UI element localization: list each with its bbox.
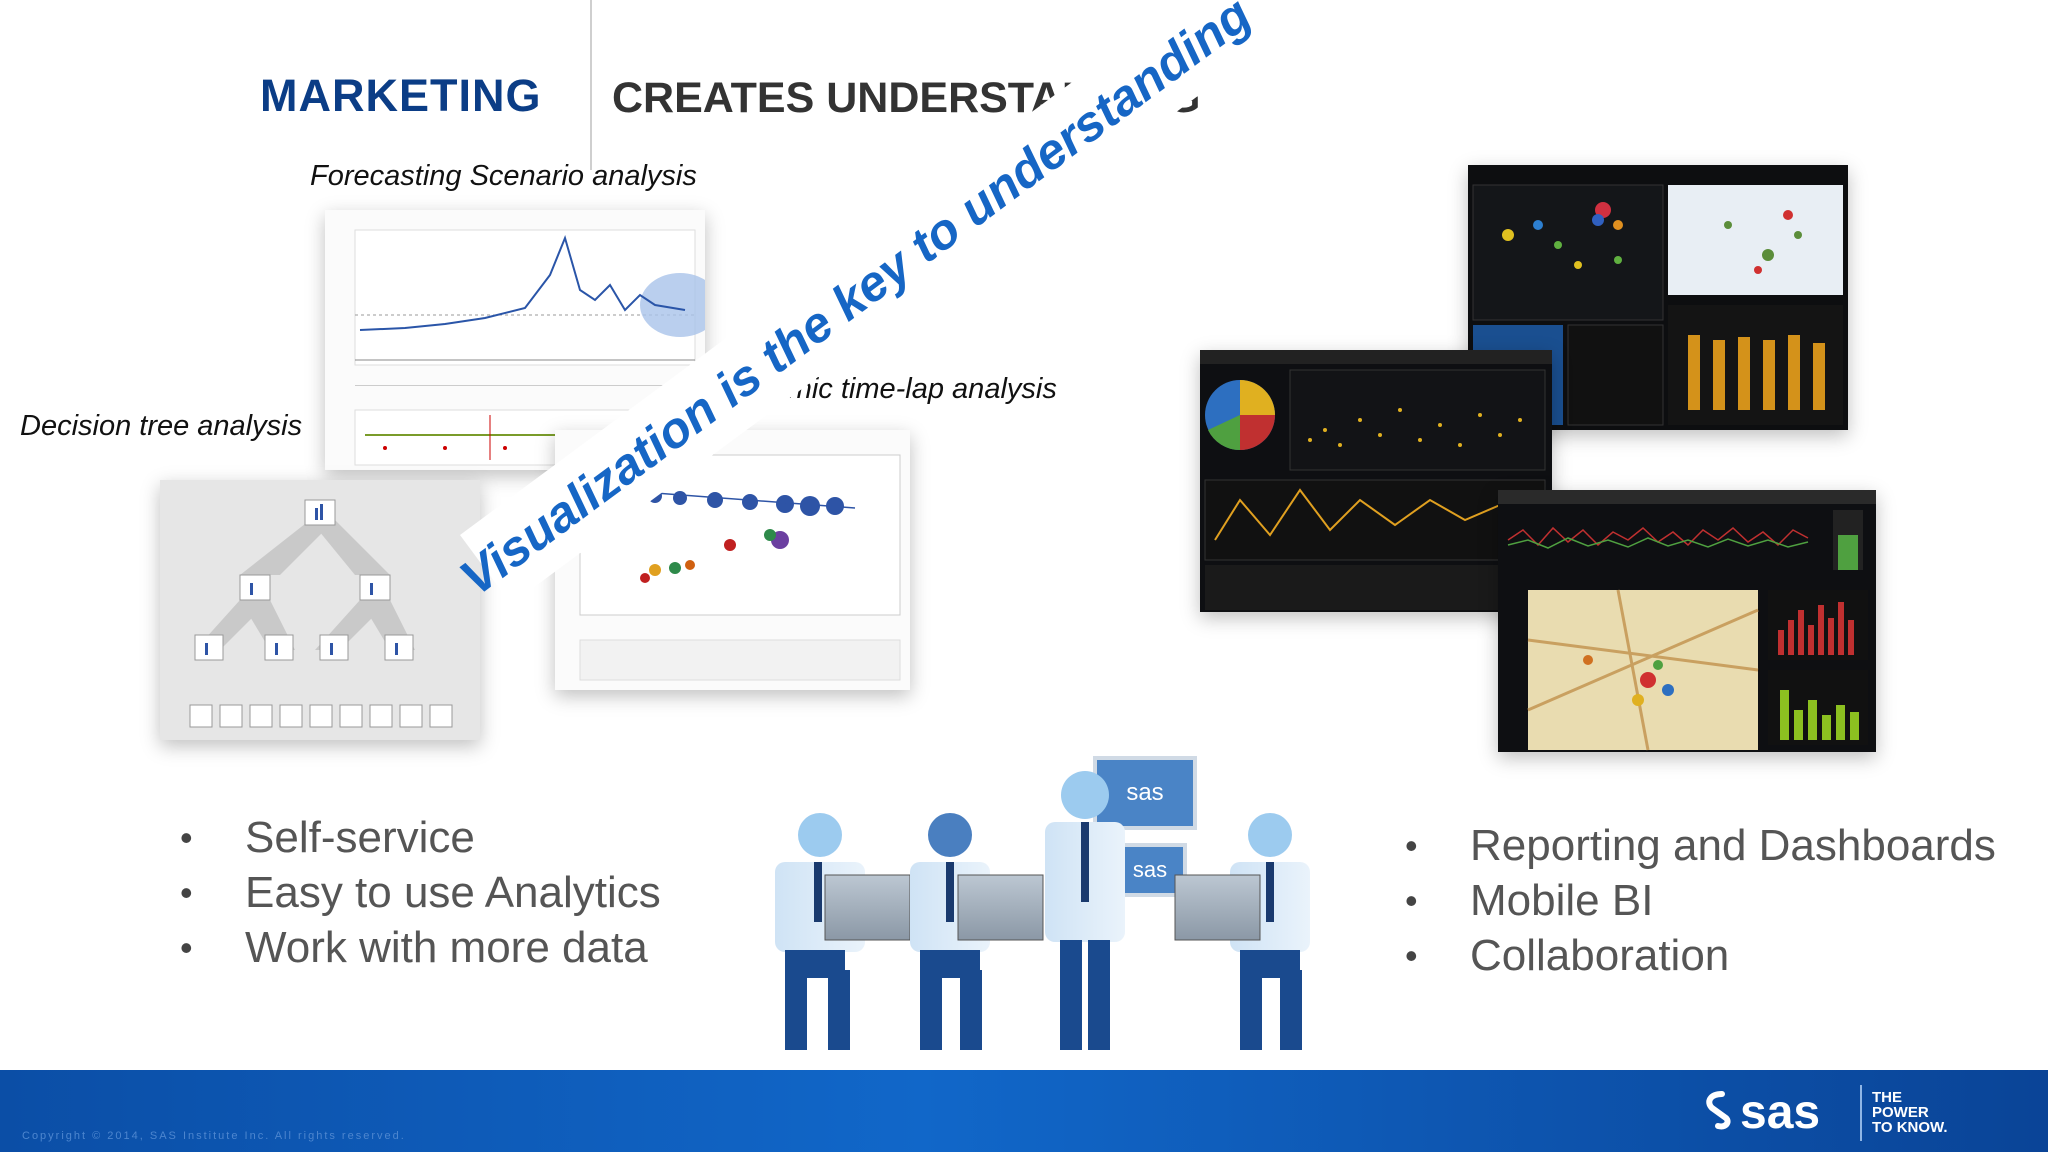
person-2 — [910, 813, 1044, 1050]
person-4 — [1174, 813, 1310, 1050]
sas-logo-text: sas — [1740, 1086, 1820, 1139]
person-3 — [1045, 771, 1125, 1050]
decision-tree-graphic — [160, 480, 480, 740]
forecasting-screenshot — [325, 210, 705, 470]
dashboard-screenshot-bottom — [1498, 490, 1876, 752]
tagline-line-1: THE — [1872, 1089, 1902, 1106]
footer-bar — [0, 1070, 2048, 1152]
person-1 — [775, 813, 911, 1050]
bullet-reporting-dashboards: Reporting and Dashboards — [1405, 818, 1996, 873]
people-illustration: sas sas — [775, 756, 1310, 1050]
bullet-collaboration: Collaboration — [1405, 928, 1996, 983]
right-bullet-list: Reporting and Dashboards Mobile BI Colla… — [1405, 818, 1996, 983]
dashboard-screenshot-middle — [1200, 350, 1552, 612]
header-divider — [590, 0, 592, 170]
tagline-line-2: POWER — [1872, 1104, 1929, 1121]
dashboard-bottom-graphic — [1498, 490, 1876, 752]
tagline-line-3: TO KNOW. — [1872, 1119, 1948, 1136]
decision-tree-screenshot — [160, 480, 480, 740]
forecasting-chart-graphic — [325, 210, 705, 470]
monitor-label-top: sas — [1126, 779, 1163, 806]
bullet-self-service: Self-service — [180, 810, 661, 865]
forecasting-caption: Forecasting Scenario analysis — [310, 160, 697, 192]
copyright-text: Copyright © 2014, SAS Institute Inc. All… — [22, 1130, 406, 1142]
sas-logo-icon: sas — [1706, 1086, 1820, 1139]
bullet-easy-analytics: Easy to use Analytics — [180, 865, 661, 920]
tagline: THE POWER TO KNOW. — [1872, 1090, 1948, 1135]
monitor-top — [1093, 756, 1197, 830]
monitor-label-bottom: sas — [1133, 857, 1167, 882]
decision-caption: Decision tree analysis — [20, 410, 303, 442]
left-bullet-list: Self-service Easy to use Analytics Work … — [180, 810, 661, 975]
dashboard-middle-graphic — [1200, 350, 1552, 612]
logo-divider — [1860, 1085, 1862, 1141]
bullet-mobile-bi: Mobile BI — [1405, 873, 1996, 928]
bullet-more-data: Work with more data — [180, 920, 661, 975]
marketing-title: MARKETING — [260, 70, 542, 121]
